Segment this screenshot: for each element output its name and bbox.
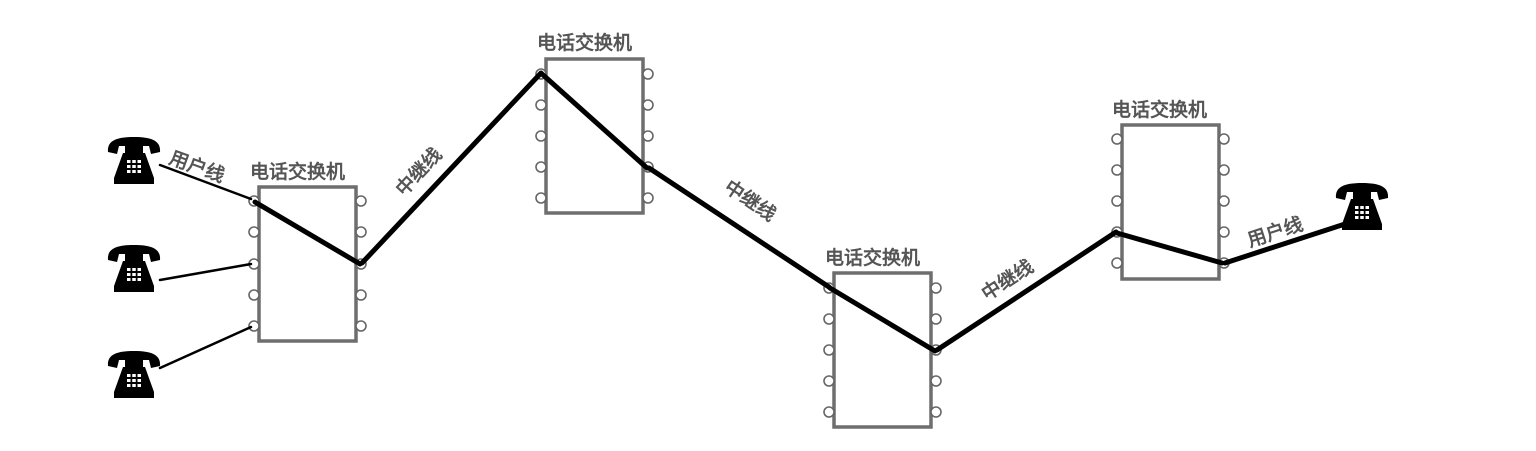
subscriber-line-2 bbox=[158, 262, 253, 282]
connections bbox=[158, 70, 1348, 370]
subscriber-line-right bbox=[1222, 221, 1348, 266]
telephone-icon bbox=[107, 245, 161, 292]
trunk-line-label-3: 中继线 bbox=[977, 255, 1037, 305]
trunk-line-2 bbox=[646, 165, 832, 290]
telephone-icon bbox=[107, 137, 161, 184]
switch-4 bbox=[1111, 123, 1230, 281]
internal-path-switch-4 bbox=[1114, 230, 1225, 266]
telephone-icon bbox=[1335, 183, 1389, 230]
switch-1-title: 电话交换机 bbox=[250, 160, 345, 183]
telephone-icon bbox=[107, 351, 161, 398]
internal-path-switch-2 bbox=[539, 71, 650, 171]
subscriber-line-label-left: 用户线 bbox=[166, 146, 227, 187]
internal-path-switch-1 bbox=[252, 199, 363, 267]
switch-3-title: 电话交换机 bbox=[825, 246, 920, 269]
internal-path-switch-3 bbox=[827, 285, 938, 354]
switch-1-ports bbox=[248, 195, 367, 332]
subscriber-line-3 bbox=[158, 325, 253, 370]
trunk-line-label-1: 中继线 bbox=[391, 143, 447, 200]
subscriber-line-1 bbox=[158, 163, 253, 201]
switch-2-title: 电话交换机 bbox=[537, 31, 632, 54]
switch-1 bbox=[248, 185, 367, 343]
trunk-line-3 bbox=[934, 229, 1119, 353]
switch-4-ports bbox=[1111, 133, 1230, 269]
trunk-line-1 bbox=[359, 70, 544, 266]
switch-4-title: 电话交换机 bbox=[1112, 98, 1207, 121]
